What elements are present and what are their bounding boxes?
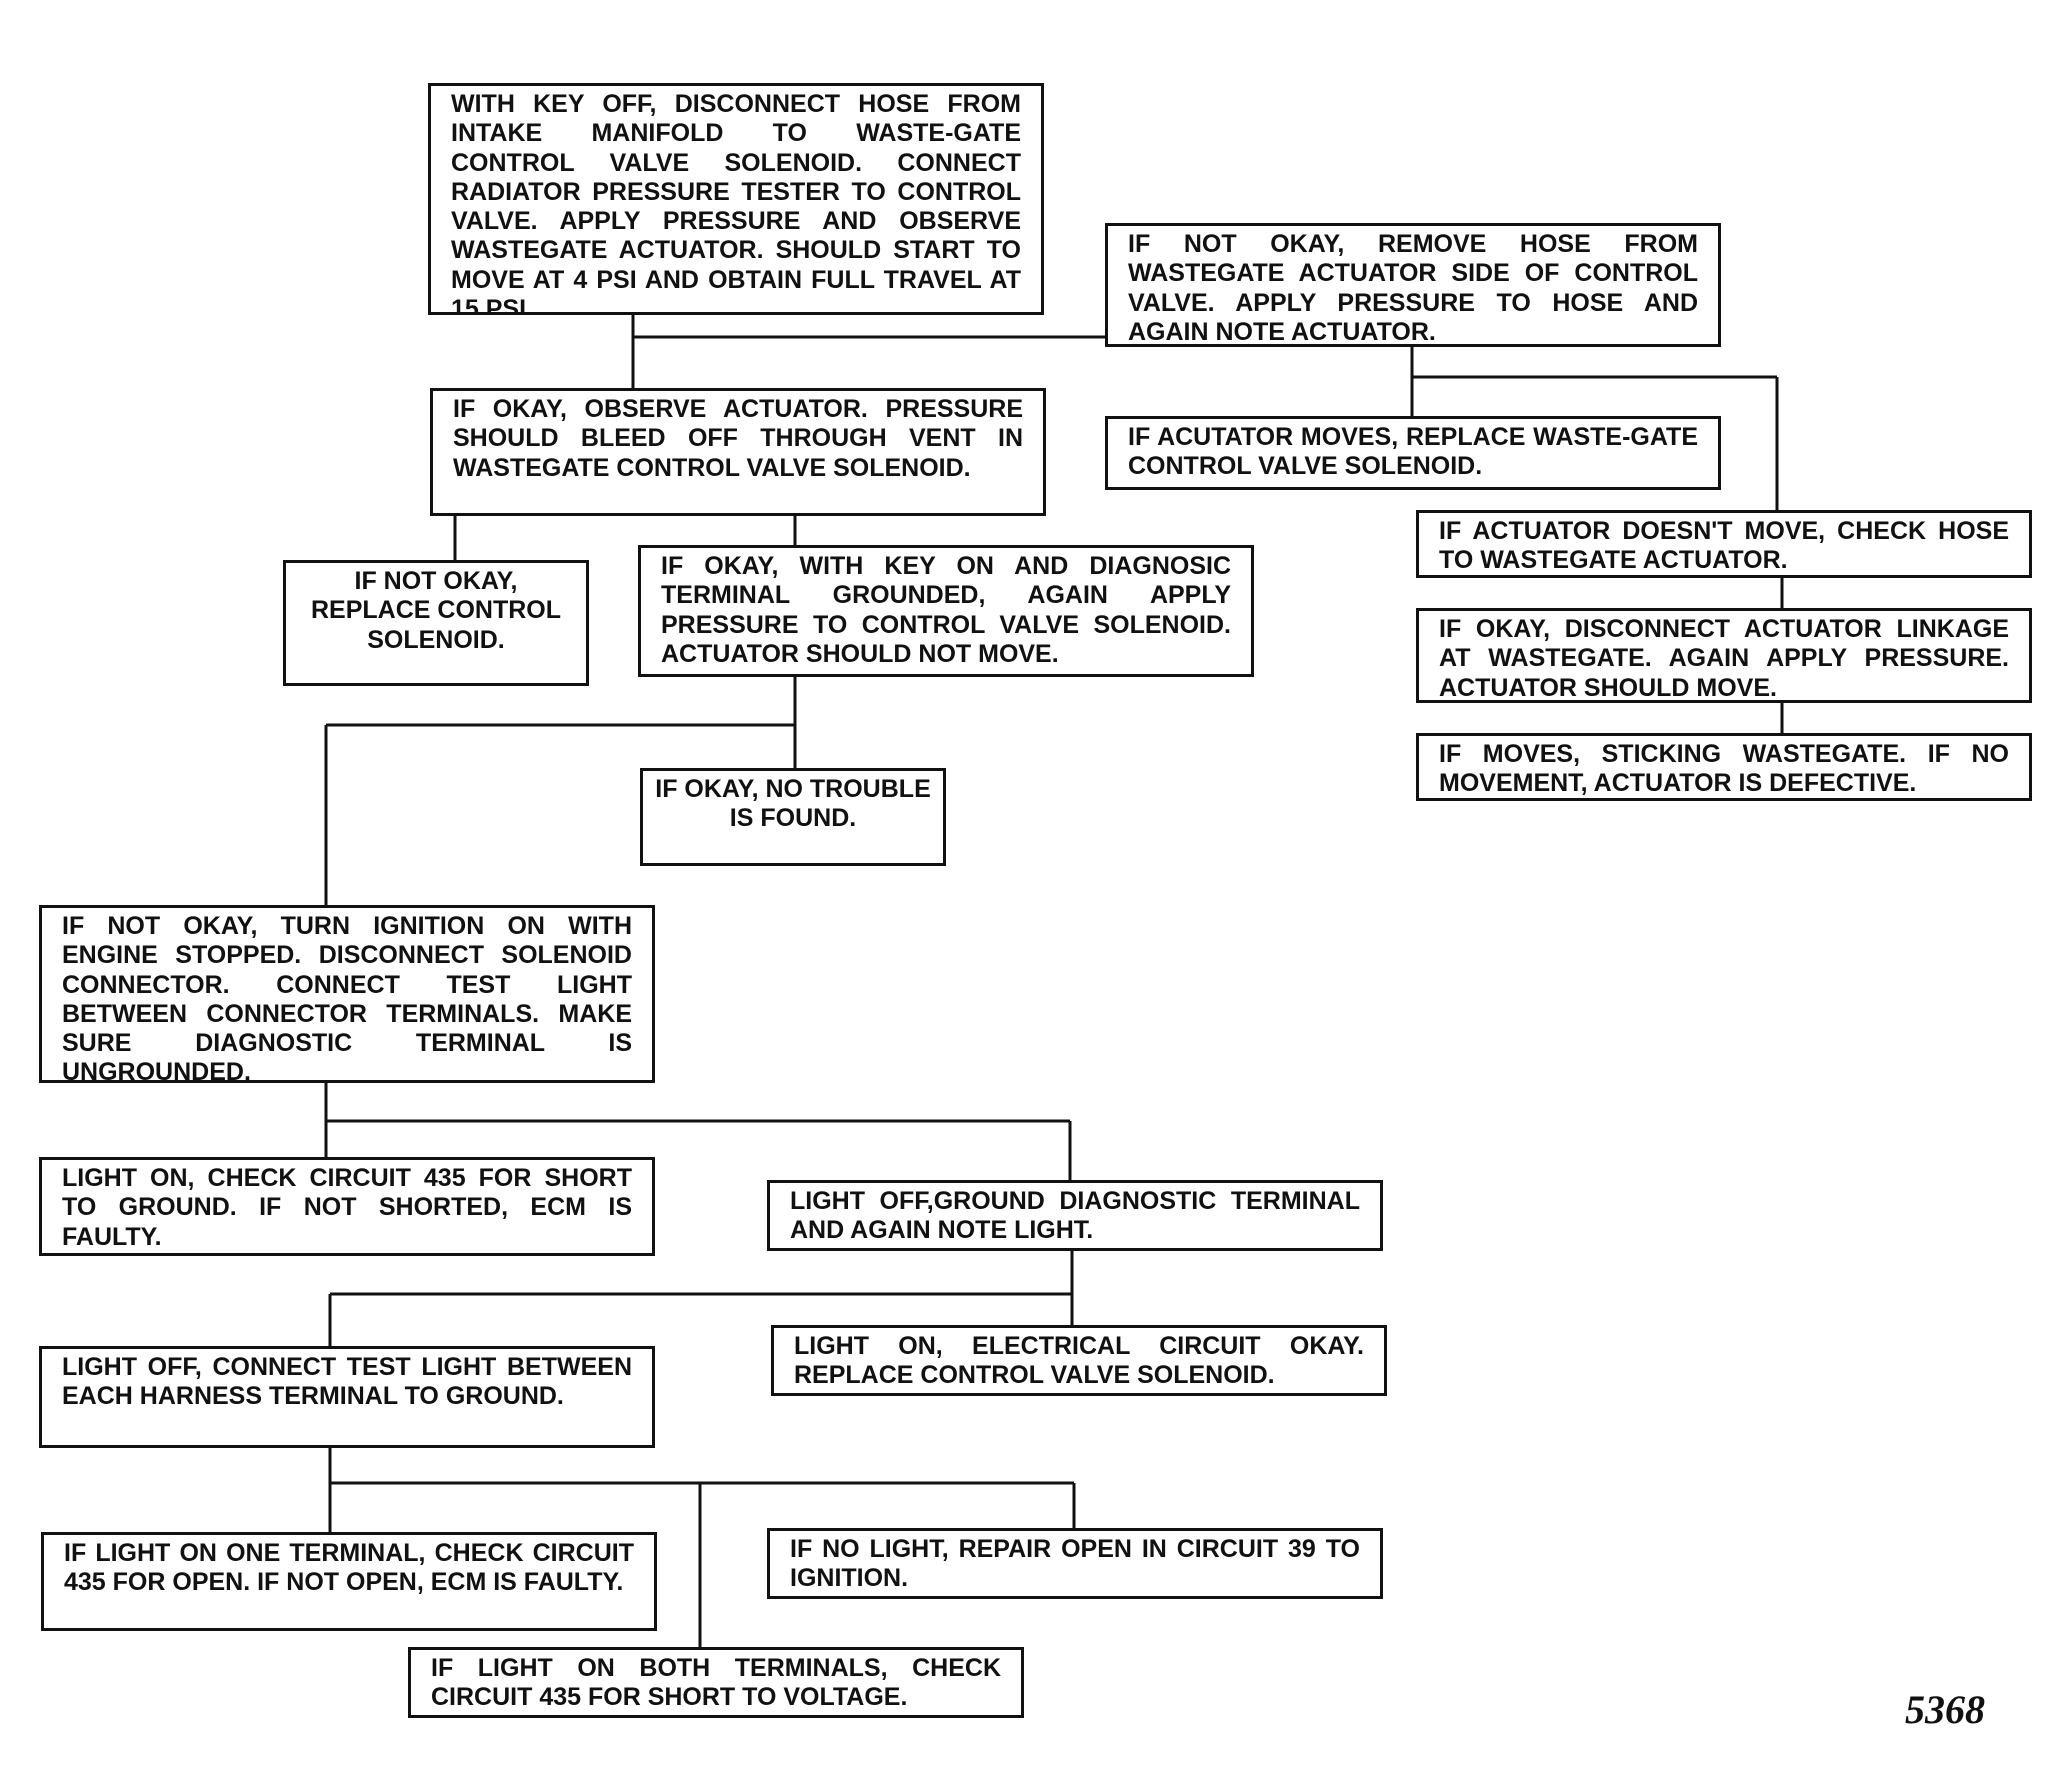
step-box-remove-hose: IF NOT OKAY, REMOVE HOSE FROM WASTEGATE … [1105,223,1721,347]
step-box-key-on-test: IF OKAY, WITH KEY ON AND DIAGNOSIC TERMI… [638,545,1254,677]
step-box-light-on-circuit-435: LIGHT ON, CHECK CIRCUIT 435 FOR SHORT TO… [39,1157,655,1256]
step-box-sticking-wastegate: IF MOVES, STICKING WASTEGATE. IF NO MOVE… [1416,733,2032,801]
step-box-ground-diagnostic-terminal: LIGHT OFF,GROUND DIAGNOSTIC TERMINAL AND… [767,1180,1383,1251]
step-box-replace-wastegate-solenoid: IF ACUTATOR MOVES, REPLACE WASTE-GATE CO… [1105,416,1721,490]
step-box-observe-actuator: IF OKAY, OBSERVE ACTUATOR. PRESSURE SHOU… [430,388,1046,516]
step-box-ignition-test-light: IF NOT OKAY, TURN IGNITION ON WITH ENGIN… [39,905,655,1083]
step-box-disconnect-linkage: IF OKAY, DISCONNECT ACTUATOR LINKAGE AT … [1416,608,2032,703]
step-box-electrical-circuit-okay: LIGHT ON, ELECTRICAL CIRCUIT OKAY. REPLA… [771,1325,1387,1396]
step-box-light-both-terminals: IF LIGHT ON BOTH TERMINALS, CHECK CIRCUI… [408,1647,1024,1718]
step-box-check-actuator: WITH KEY OFF, DISCONNECT HOSE FROM INTAK… [428,83,1044,315]
step-box-check-hose: IF ACTUATOR DOESN'T MOVE, CHECK HOSE TO … [1416,510,2032,578]
step-box-light-one-terminal: IF LIGHT ON ONE TERMINAL, CHECK CIRCUIT … [41,1532,657,1631]
step-box-no-light-circuit-39: IF NO LIGHT, REPAIR OPEN IN CIRCUIT 39 T… [767,1528,1383,1599]
figure-number: 5368 [1905,1687,1985,1732]
step-box-replace-control-solenoid: IF NOT OKAY, REPLACE CONTROL SOLENOID. [283,560,589,686]
step-box-no-trouble-found: IF OKAY, NO TROUBLE IS FOUND. [640,768,946,866]
step-box-harness-terminal-test: LIGHT OFF, CONNECT TEST LIGHT BETWEEN EA… [39,1346,655,1448]
